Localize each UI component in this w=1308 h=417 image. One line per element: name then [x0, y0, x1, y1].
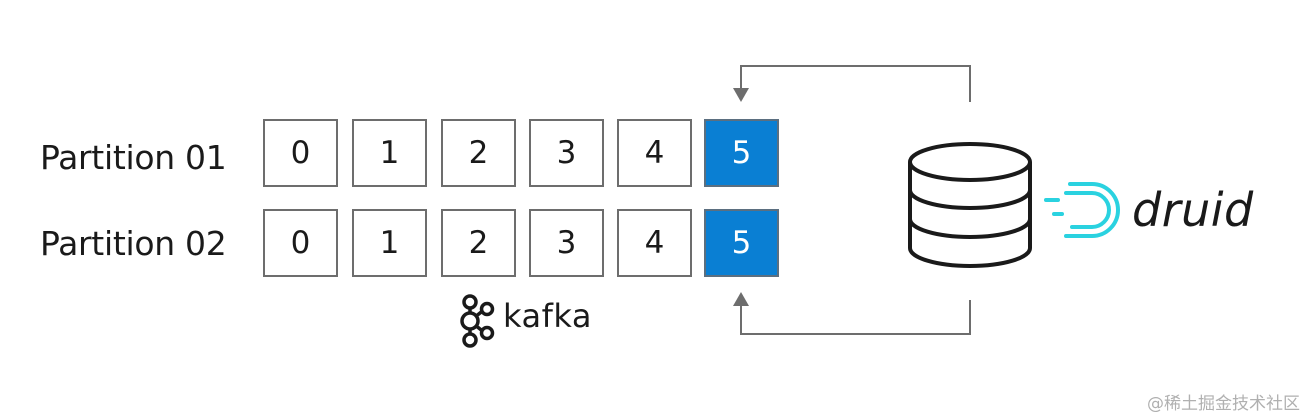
partition-02-label: Partition 02 [40, 224, 227, 263]
watermark: @稀土掘金技术社区 [1147, 394, 1300, 414]
offset-cell: 2 [441, 119, 516, 187]
druid-logo-icon [1044, 182, 1120, 238]
offset-cell: 4 [617, 209, 692, 277]
partition-02-offsets: 0 1 2 3 4 5 [263, 209, 779, 277]
latest-offset-cell: 5 [704, 209, 779, 277]
offset-cell: 4 [617, 119, 692, 187]
commit-arrow-top [733, 65, 971, 102]
offset-cell: 2 [441, 209, 516, 277]
partition-01-label: Partition 01 [40, 138, 227, 177]
database-icon [908, 142, 1032, 268]
partition-01-offsets: 0 1 2 3 4 5 [263, 119, 779, 187]
offset-cell: 1 [352, 119, 427, 187]
offset-cell: 3 [529, 119, 604, 187]
offset-cell: 0 [263, 209, 338, 277]
latest-offset-cell: 5 [704, 119, 779, 187]
kafka-wordmark: kafka [503, 297, 592, 335]
commit-arrow-bottom [733, 292, 971, 335]
offset-cell: 1 [352, 209, 427, 277]
kafka-logo-icon [460, 294, 495, 348]
offset-cell: 0 [263, 119, 338, 187]
offset-cell: 3 [529, 209, 604, 277]
druid-wordmark: druid [1132, 183, 1254, 237]
